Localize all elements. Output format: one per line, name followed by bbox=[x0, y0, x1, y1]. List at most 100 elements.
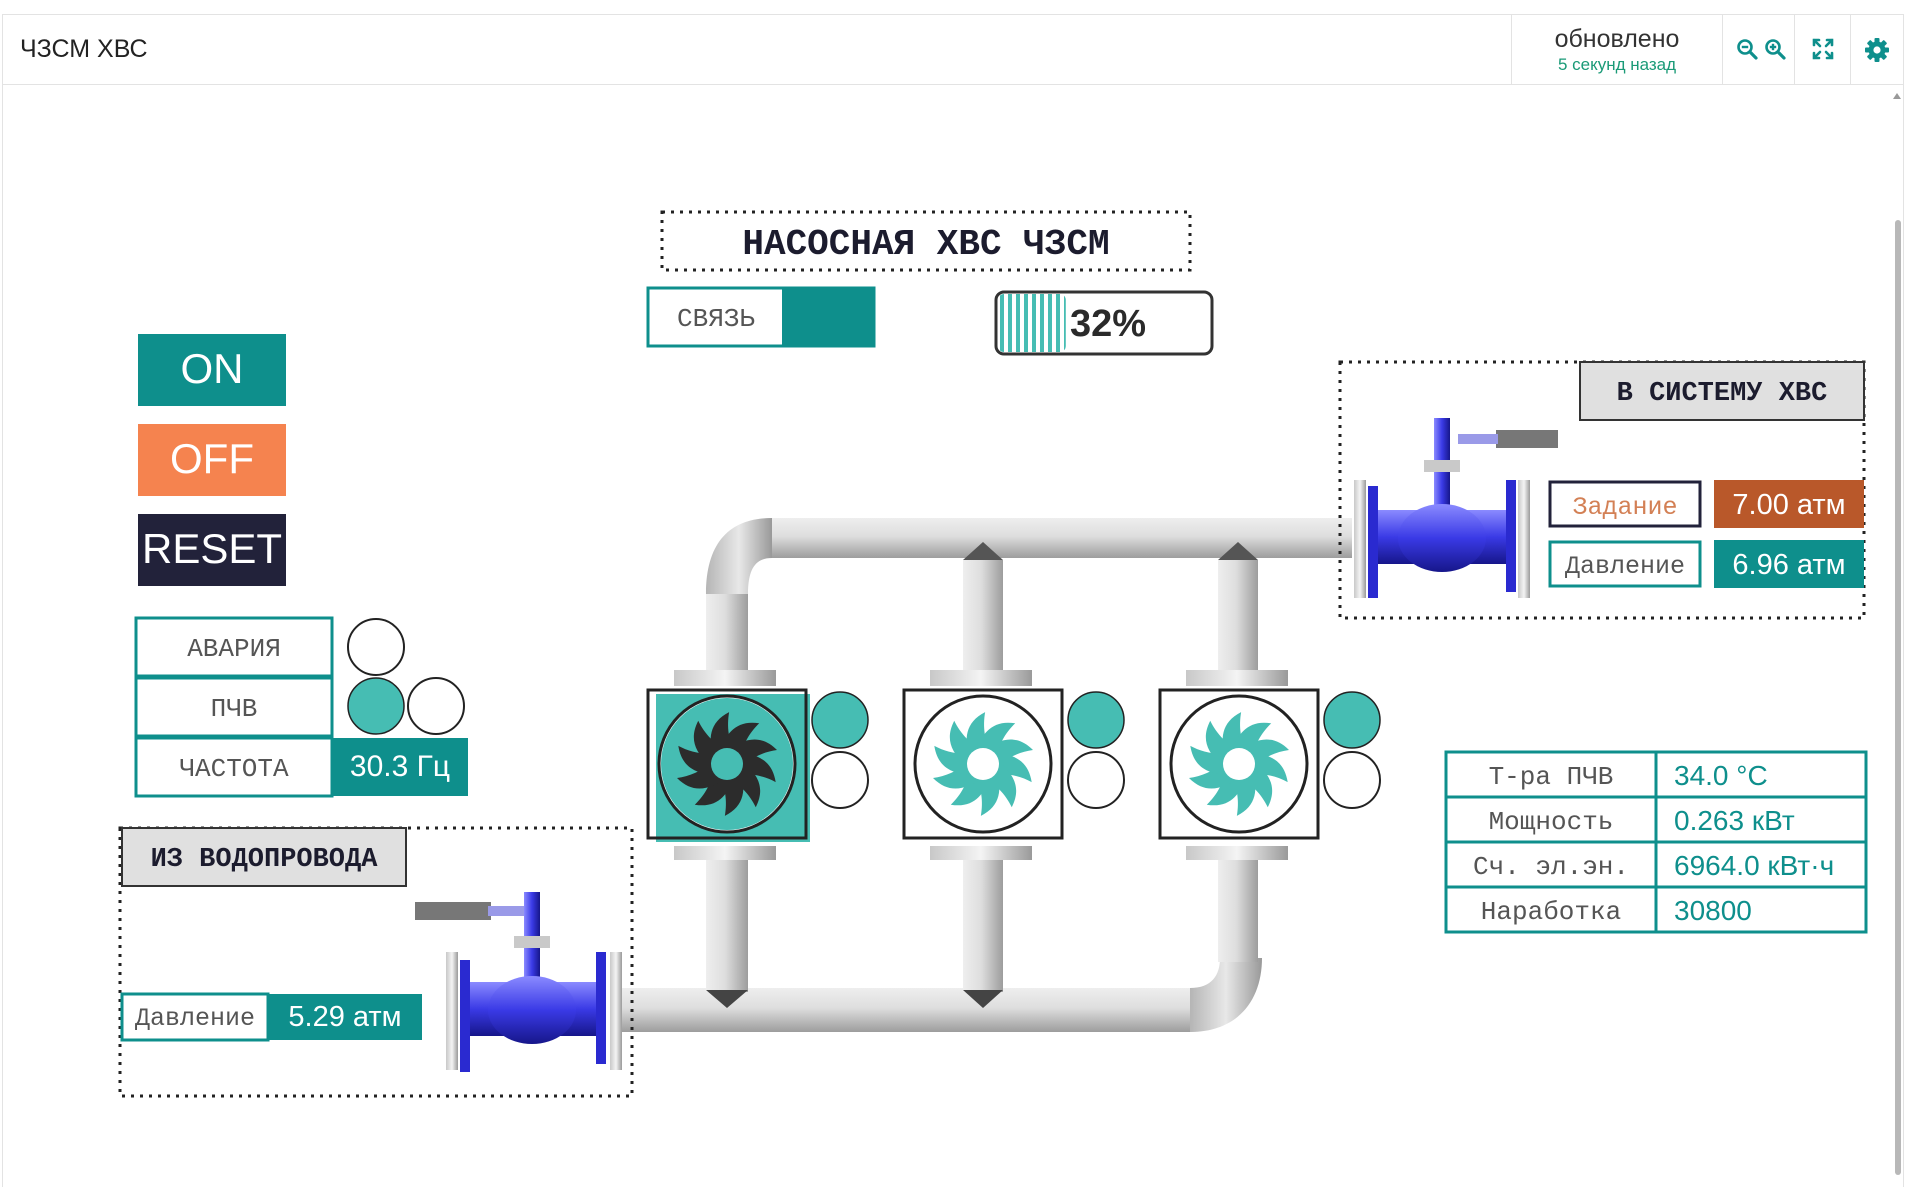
fan-blade bbox=[989, 752, 1032, 783]
pump-2-fault-indicator bbox=[1067, 751, 1125, 809]
alarm-indicator bbox=[347, 618, 405, 676]
freq-value-cell bbox=[332, 738, 468, 796]
inlet-valve-icon[interactable] bbox=[415, 892, 622, 1072]
inlet-pressure-label: Давление bbox=[135, 1004, 255, 1033]
pump-2[interactable] bbox=[902, 688, 1125, 840]
pump-1-frame bbox=[646, 688, 808, 840]
pump-1-fan-icon bbox=[657, 694, 797, 834]
scheme-title: НАСОСНАЯ ХВС ЧЗСМ bbox=[742, 224, 1109, 265]
param-value: 30800 bbox=[1674, 895, 1752, 926]
inlet-valve-handle bbox=[415, 902, 491, 920]
outlet-valve-stem-arm bbox=[1458, 434, 1498, 444]
inlet-valve-flange-right bbox=[610, 952, 622, 1070]
outlet-valve-flange-right bbox=[1518, 480, 1530, 598]
inlet-pressure-value-cell bbox=[268, 994, 422, 1040]
setpoint-value-cell[interactable] bbox=[1714, 480, 1864, 528]
fullscreen-control bbox=[1795, 15, 1851, 85]
alarm-label: АВАРИЯ bbox=[187, 634, 281, 664]
pump-2-flange-bottom bbox=[930, 846, 1032, 860]
fan-hub bbox=[967, 748, 999, 780]
freq-label: ЧАСТОТА bbox=[179, 754, 289, 784]
nozzle-3-top bbox=[1218, 542, 1258, 560]
param-value-cell bbox=[1654, 840, 1868, 889]
param-value: 34.0 °C bbox=[1674, 760, 1768, 791]
param-label: Мощность bbox=[1489, 807, 1614, 837]
reset-button[interactable]: RESET bbox=[138, 514, 286, 586]
pump-1[interactable] bbox=[646, 688, 869, 842]
pump-3-fault-indicator bbox=[1323, 751, 1381, 809]
freq-value: 30.3 Гц bbox=[350, 750, 450, 783]
panel-header: ЧЗСМ ХВС обновлено 5 секунд назад bbox=[3, 15, 1903, 85]
outlet-pressure-label-cell bbox=[1548, 540, 1702, 588]
riser-1-top bbox=[706, 594, 748, 670]
outlet-pressure-label: Давление bbox=[1565, 552, 1685, 581]
pump-3-fan-icon bbox=[1169, 694, 1309, 834]
scroll-up-arrow[interactable] bbox=[1893, 93, 1901, 99]
param-value-cell bbox=[1654, 795, 1868, 844]
fullscreen-icon[interactable] bbox=[1811, 37, 1835, 61]
pump-2-flange-top bbox=[930, 670, 1032, 686]
param-label-cell bbox=[1444, 750, 1658, 799]
fan-hub bbox=[711, 748, 743, 780]
inlet-pressure-value: 5.29 атм bbox=[288, 1001, 401, 1033]
nozzle-2-bottom bbox=[963, 990, 1003, 1008]
outlet-valve-flange-left-blue bbox=[1368, 486, 1378, 598]
zoom-controls bbox=[1723, 15, 1795, 85]
status-table: АВАРИЯ ПЧВ ЧАСТОТА 30.3 Гц bbox=[134, 616, 468, 798]
pump-3-run-indicator bbox=[1323, 691, 1381, 749]
on-button-label: ON bbox=[181, 345, 244, 392]
pump-3[interactable] bbox=[1158, 688, 1381, 840]
alarm-cell bbox=[134, 616, 334, 678]
param-value-cell bbox=[1654, 750, 1868, 799]
inlet-valve-flange-left bbox=[446, 952, 458, 1070]
link-indicator bbox=[782, 288, 874, 346]
riser-2-top bbox=[963, 560, 1003, 670]
outlet-valve-flange-right-blue bbox=[1506, 480, 1516, 592]
param-label: Сч. эл.эн. bbox=[1473, 852, 1629, 882]
top-pipe bbox=[772, 518, 1352, 558]
fan-blade bbox=[934, 745, 977, 776]
on-button[interactable]: ON bbox=[138, 334, 286, 406]
outlet-pressure-value: 6.96 атм bbox=[1732, 549, 1845, 581]
param-label-cell bbox=[1444, 840, 1658, 889]
zoom-out-icon[interactable] bbox=[1735, 37, 1759, 61]
panel-title: ЧЗСМ ХВС bbox=[20, 35, 148, 63]
off-button-label: OFF bbox=[170, 435, 254, 482]
pump-1-fault-indicator bbox=[811, 751, 869, 809]
outlet-title: В СИСТЕМУ ХВС bbox=[1617, 379, 1828, 409]
updated-label: обновлено bbox=[1554, 25, 1680, 53]
outlet-valve-ball bbox=[1398, 504, 1486, 572]
bottom-pipe bbox=[620, 988, 1190, 1032]
outlet-pressure-value-cell bbox=[1714, 540, 1864, 588]
pump-3-flange-top bbox=[1186, 670, 1288, 686]
zoom-in-icon[interactable] bbox=[1763, 37, 1787, 61]
inlet-valve-gland bbox=[514, 936, 550, 948]
off-button[interactable]: OFF bbox=[138, 424, 286, 496]
outlet-valve-gland bbox=[1424, 460, 1460, 472]
nozzle-2-top bbox=[963, 542, 1003, 560]
riser-2-bottom bbox=[963, 858, 1003, 992]
param-value: 0.263 кВт bbox=[1674, 805, 1795, 836]
progress-fill bbox=[998, 294, 1066, 352]
outlet-valve-icon[interactable] bbox=[1354, 418, 1558, 598]
fan-hub bbox=[1223, 748, 1255, 780]
riser-3-bottom bbox=[1218, 858, 1258, 962]
outlet-title-box bbox=[1579, 361, 1865, 421]
last-updated: обновлено 5 секунд назад bbox=[1511, 15, 1723, 85]
pump-3-flange-bottom bbox=[1186, 846, 1288, 860]
inlet-valve-ball bbox=[488, 976, 576, 1044]
scrollbar-thumb[interactable] bbox=[1895, 220, 1901, 1175]
vfd-run-indicator bbox=[347, 677, 405, 735]
gear-icon[interactable] bbox=[1864, 37, 1890, 63]
inlet-valve-stem-arm bbox=[488, 906, 526, 916]
fan-blade bbox=[1190, 745, 1233, 776]
inlet-valve-flange-right-blue bbox=[596, 952, 606, 1064]
riser-3-top bbox=[1218, 560, 1258, 670]
param-value: 6964.0 кВт·ч bbox=[1674, 850, 1834, 881]
pipes bbox=[620, 518, 1352, 1032]
outlet-valve-flange-left bbox=[1354, 480, 1366, 598]
setpoint-value: 7.00 атм bbox=[1732, 489, 1845, 521]
pump-1-flange-top bbox=[674, 670, 776, 686]
inlet-group: ИЗ ВОДОПРОВОДА Давление 5.29 атм bbox=[118, 826, 634, 1098]
